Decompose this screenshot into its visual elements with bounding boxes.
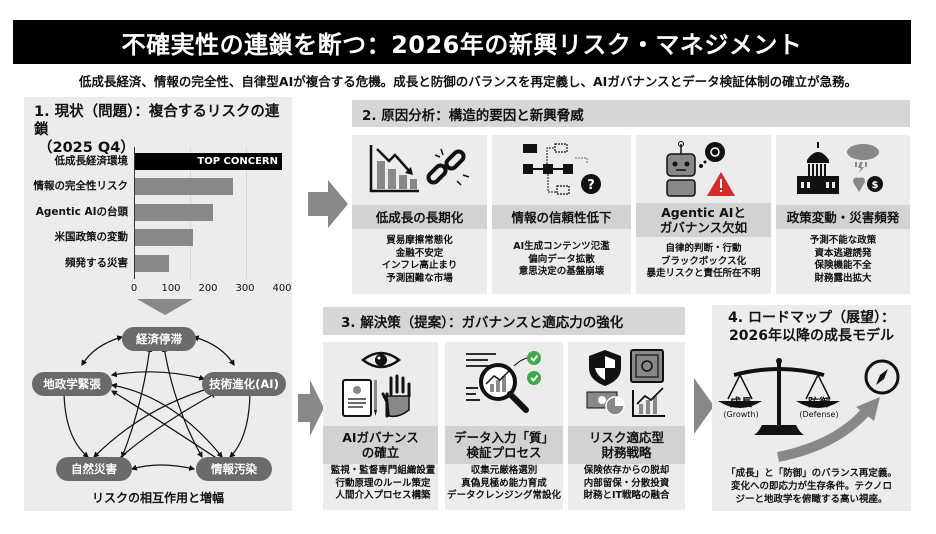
card-title: 情報の信頼性低下 [492,205,631,229]
section4-body: 「成長」と「防御」のバランス再定義。 変化への即応力が生存条件。テクノロ ジーと… [726,468,897,505]
declining-chart-broken-link-icon [352,135,487,203]
bar [135,178,233,195]
card-body: 貿易摩擦常態化 金融不安定 インフレ高止まり 予測困難な市場 [381,235,458,284]
scale-growth-label: 成長 (Growth) [723,396,759,420]
card-title: Agentic AIと ガバナンス欠如 [636,203,771,237]
arrow-right-icon [298,380,324,436]
card-title: 政策変動・災害頻発 [776,205,910,229]
card-body: 保険依存からの脱却 内部留保・分散投資 財務とIT戦略の融合 [583,465,670,501]
magnifier-check-icon [445,342,563,424]
arrow-right-icon [694,378,714,434]
bar-top-concern: TOP CONCERN [135,153,282,170]
page-title: 不確実性の連鎖を断つ：2026年の新興リスク・マネジメント [121,30,803,59]
x-tick: 0 [130,283,138,294]
card-title: データ入力「質」 検証プロセス [445,426,563,464]
title-bar: 不確実性の連鎖を断つ：2026年の新興リスク・マネジメント [13,20,911,64]
bar-label: 頻発する災害 [65,257,128,269]
cause-card-policy-disaster: $ 政策変動・災害頻発 予測不能な政策 資本逃避誘発 保険機能不全 財務露出拡大 [776,135,910,294]
gridline [246,147,247,279]
page-subtitle: 低成長経済、情報の完全性、自律型AIが複合する危機。成長と防御のバランスを再定義… [78,74,858,89]
y-axis [134,147,135,279]
node-economic-stagnation: 経済停滞 [122,327,196,351]
robot-warning-icon [636,135,771,203]
bar-label: 情報の完全性リスク [33,180,129,192]
bar-label: Agentic AIの台頭 [35,206,128,218]
cause-card-agentic-ai: Agentic AIと ガバナンス欠如 自律的判断・行動 ブラックボックス化 暴… [636,135,771,294]
section1-title: 1. 現状（問題）：複合するリスクの連鎖 （2025 Q4） [34,104,280,156]
node-natural-disaster: 自然災害 [56,457,132,481]
flowchart-question-icon: ? [492,135,631,203]
network-caption: リスクの相互作用と増幅 [91,491,224,505]
x-tick: 200 [198,283,218,294]
bar [135,229,193,246]
balance-scale-icon [718,358,900,462]
eye-book-hand-icon [323,342,438,424]
card-body: AI生成コンテンツ氾濫 偏向データ拡散 意思決定の基盤崩壊 [513,241,610,277]
risk-network-arrows [61,335,253,471]
node-information-pollution: 情報汚染 [196,457,272,481]
solution-card-ai-governance: AIガバナンス の確立 監視・監督専門組織設置 行動原理のルール策定 人間介入プ… [323,342,438,510]
risk-bar-chart: 低成長経済環境 TOP CONCERN 情報の完全性リスク Agentic AI… [24,147,292,297]
x-tick: 100 [161,283,181,294]
scale-defense-label: 防御 (Defense) [799,396,839,420]
bar-label: 米国政策の変動 [54,231,129,243]
arrow-right-icon [308,180,348,228]
shield-safe-finance-icon [568,342,685,424]
section4-title: 4. ロードマップ（展望）： 2026年以降の成長モデル [728,310,895,344]
bar [135,204,213,221]
cause-card-info-reliability: ? 情報の信頼性低下 AI生成コンテンツ氾濫 偏向データ拡散 意思決定の基盤崩壊 [492,135,631,294]
card-title: リスク適応型 財務戦略 [568,426,685,464]
card-body: 自律的判断・行動 ブラックボックス化 暴走リスクと責任所在不明 [646,243,761,279]
x-tick: 400 [272,283,292,294]
card-body: 予測不能な政策 資本逃避誘発 保険機能不全 財務露出拡大 [809,235,877,284]
card-body: 収集元厳格選別 真偽見極め能力育成 データクレンジング常設化 [446,465,561,501]
bar [135,255,169,272]
section-current-state: 1. 現状（問題）：複合するリスクの連鎖 （2025 Q4） 低成長経済環境 T… [24,97,292,511]
solution-card-risk-finance: リスク適応型 財務戦略 保険依存からの脱却 内部留保・分散投資 財務とIT戦略の… [568,342,685,510]
x-tick: 300 [235,283,255,294]
svg-text:$: $ [872,180,879,191]
card-body: 監視・監督専門組織設置 行動原理のルール策定 人間介入プロセス構築 [330,465,436,501]
section-roadmap: 4. ロードマップ（展望）： 2026年以降の成長モデル 成長 (Growth)… [712,305,911,511]
svg-text:?: ? [587,178,595,193]
node-geopolitical-tension: 地政学緊張 [32,372,112,396]
bar-label: 低成長経済環境 [54,155,129,167]
cause-card-low-growth: 低成長の長期化 貿易摩擦常態化 金融不安定 インフレ高止まり 予測困難な市場 [352,135,487,294]
down-arrow-icon [137,299,193,315]
top-concern-label: TOP CONCERN [197,156,278,167]
card-title: AIガバナンス の確立 [323,426,438,464]
section2-header: 2. 原因分析：構造的要因と新興脅威 [352,100,910,127]
solution-card-data-quality: データ入力「質」 検証プロセス 収集元厳格選別 真偽見極め能力育成 データクレン… [445,342,563,510]
capitol-storm-icon: $ [776,135,910,203]
node-tech-evolution-ai: 技術進化(AI) [202,372,286,396]
card-title: 低成長の長期化 [352,205,487,229]
section3-header: 3. 解決策（提案）：ガバナンスと適応力の強化 [323,307,685,335]
